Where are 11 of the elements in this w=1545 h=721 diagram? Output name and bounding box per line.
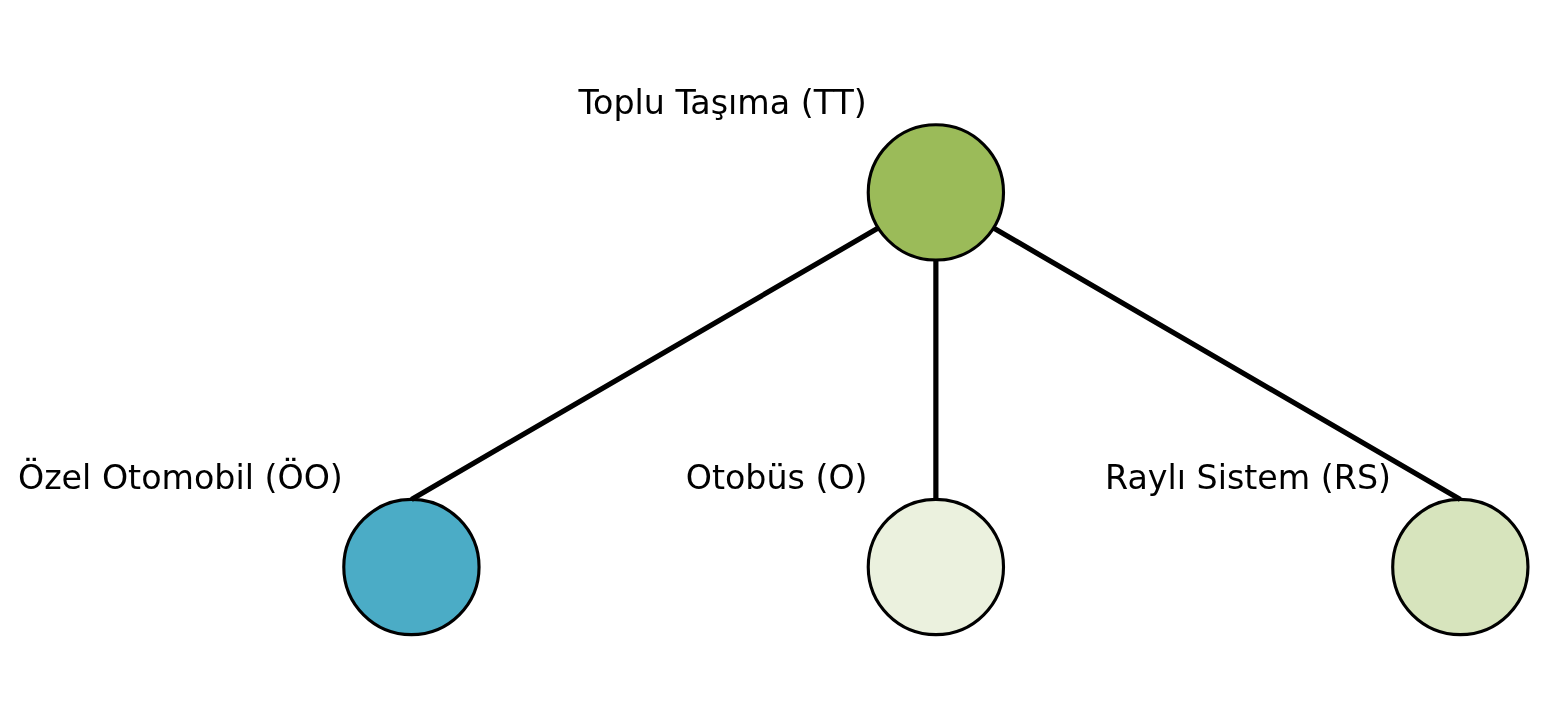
node-label: Raylı Sistem (RS)	[1105, 457, 1392, 497]
node-circle	[866, 122, 1006, 262]
connector	[933, 260, 939, 499]
node-label: Toplu Taşıma (TT)	[578, 82, 867, 122]
node-circle	[342, 497, 481, 636]
connector	[410, 225, 880, 502]
connector	[992, 225, 1462, 502]
node-label: Özel Otomobil (ÖO)	[17, 457, 343, 497]
node-circle	[866, 497, 1006, 636]
node-label: Otobüs (O)	[685, 457, 868, 497]
node-circle	[1391, 497, 1530, 636]
